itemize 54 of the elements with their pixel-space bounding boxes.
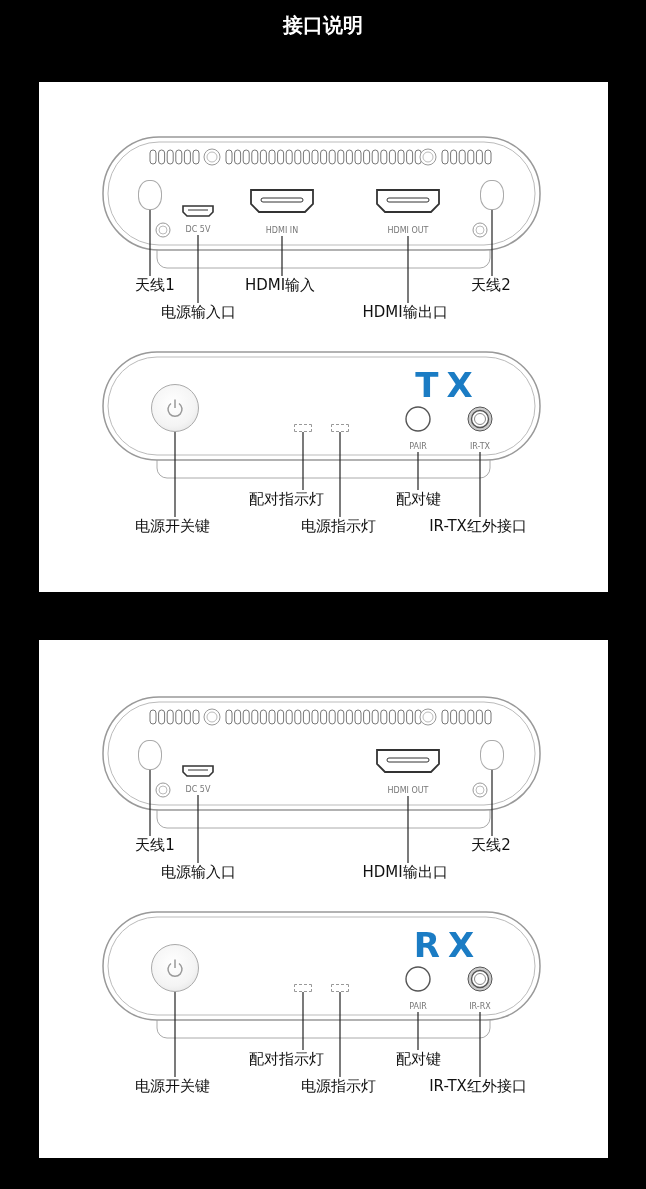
callout-label: 配对指示灯	[248, 490, 324, 508]
callout-label: HDMI输出口	[362, 303, 448, 321]
leader-line	[491, 209, 493, 277]
leader-line	[174, 991, 176, 1078]
leader-line	[417, 451, 419, 491]
indicator-light	[331, 424, 349, 432]
callout-label: HDMI输出口	[362, 863, 448, 881]
leader-line	[491, 769, 493, 837]
leader-line	[302, 991, 304, 1051]
leader-line	[149, 209, 151, 277]
port-label: DC 5V	[184, 225, 212, 234]
callout-label: 天线2	[471, 836, 511, 854]
leader-line	[149, 769, 151, 837]
callout-label: 电源输入口	[160, 863, 236, 881]
callout-label: 电源指示灯	[300, 1077, 376, 1095]
leader-line	[479, 451, 481, 518]
device-mode-text: TX	[415, 366, 481, 404]
callout-label: 天线2	[471, 276, 511, 294]
port-label: PAIR	[408, 1002, 428, 1011]
port-label: HDMI IN	[264, 226, 300, 235]
leader-line	[417, 1011, 419, 1051]
leader-line	[197, 794, 199, 864]
port-label: PAIR	[408, 442, 428, 451]
indicator-light	[331, 984, 349, 992]
leader-line	[339, 991, 341, 1078]
page-title: 接口说明	[283, 12, 363, 38]
leader-line	[281, 235, 283, 277]
port-label: IR-TX	[468, 442, 492, 451]
leader-line	[479, 1011, 481, 1078]
callout-label: 配对指示灯	[248, 1050, 324, 1068]
callout-label: 电源开关键	[134, 517, 210, 535]
device-mode-text: RX	[413, 926, 483, 964]
leader-line	[174, 431, 176, 518]
callout-label: 天线1	[135, 836, 175, 854]
callout-label: IR-TX红外接口	[429, 517, 527, 535]
callout-label: 电源开关键	[134, 1077, 210, 1095]
callout-label: 电源输入口	[160, 303, 236, 321]
callout-label: 电源指示灯	[300, 517, 376, 535]
port-label: HDMI OUT	[386, 226, 430, 235]
port-label: DC 5V	[184, 785, 212, 794]
leader-line	[302, 431, 304, 491]
callout-label: 配对键	[395, 1050, 441, 1068]
callout-label: IR-TX红外接口	[429, 1077, 527, 1095]
callout-label: 配对键	[395, 490, 441, 508]
indicator-light	[294, 424, 312, 432]
callout-label: 天线1	[135, 276, 175, 294]
leader-line	[407, 795, 409, 864]
leader-line	[339, 431, 341, 518]
port-label: HDMI OUT	[386, 786, 430, 795]
leader-line	[407, 235, 409, 304]
leader-line	[197, 234, 199, 304]
callout-label: HDMI输入	[244, 276, 316, 294]
port-label: IR-RX	[468, 1002, 492, 1011]
indicator-light	[294, 984, 312, 992]
